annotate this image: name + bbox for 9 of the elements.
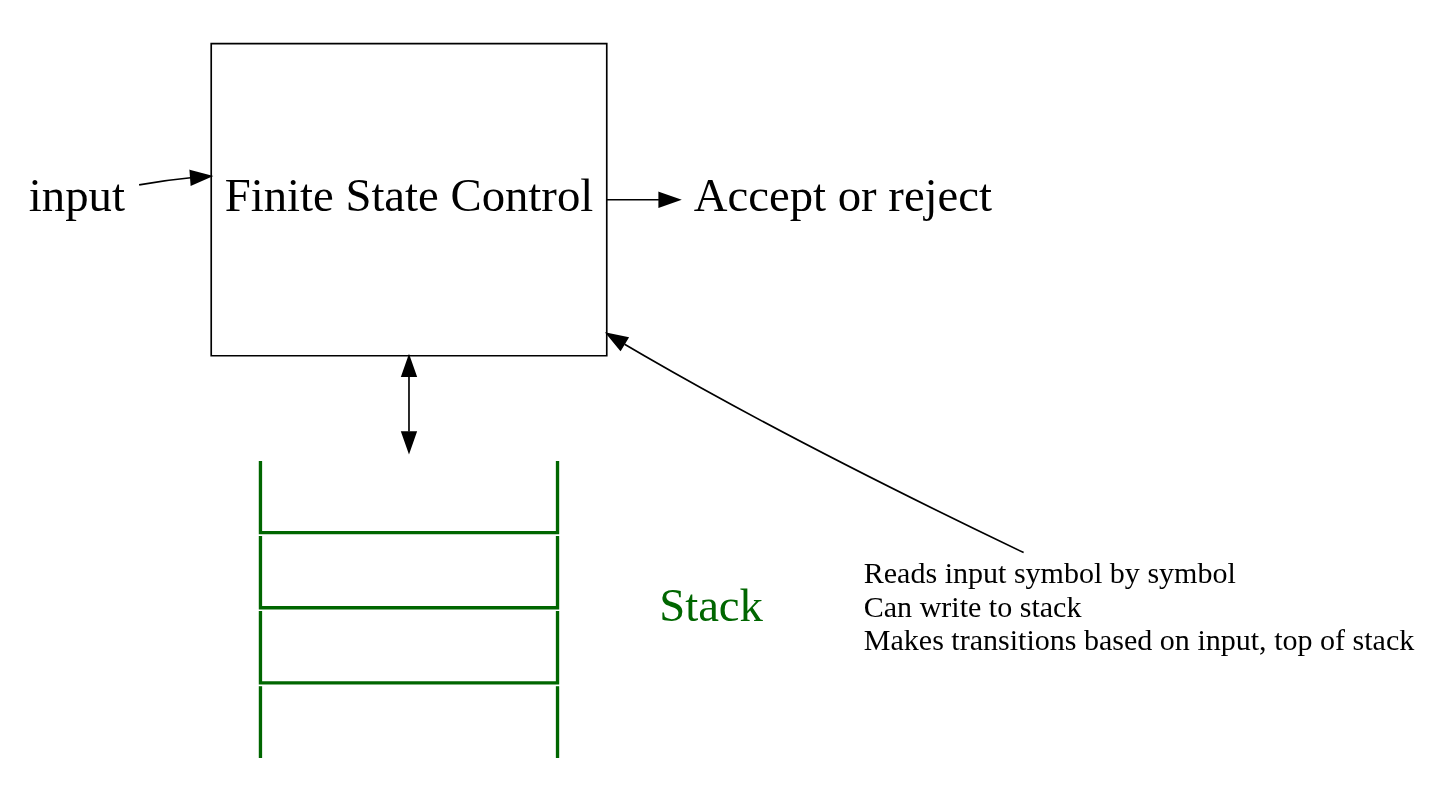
arrow xyxy=(138,169,214,186)
arrow xyxy=(606,191,682,208)
arrow xyxy=(604,332,1025,554)
node-text: input xyxy=(28,169,125,222)
node-text: Reads input symbol by symbol Can write to stack Makes transitions based on input, top of stack xyxy=(863,556,1415,657)
node-label: Stack xyxy=(659,578,763,631)
node-box: Finite State Control xyxy=(210,42,608,357)
arrow xyxy=(400,353,418,455)
node-text: Accept or reject xyxy=(693,169,993,222)
